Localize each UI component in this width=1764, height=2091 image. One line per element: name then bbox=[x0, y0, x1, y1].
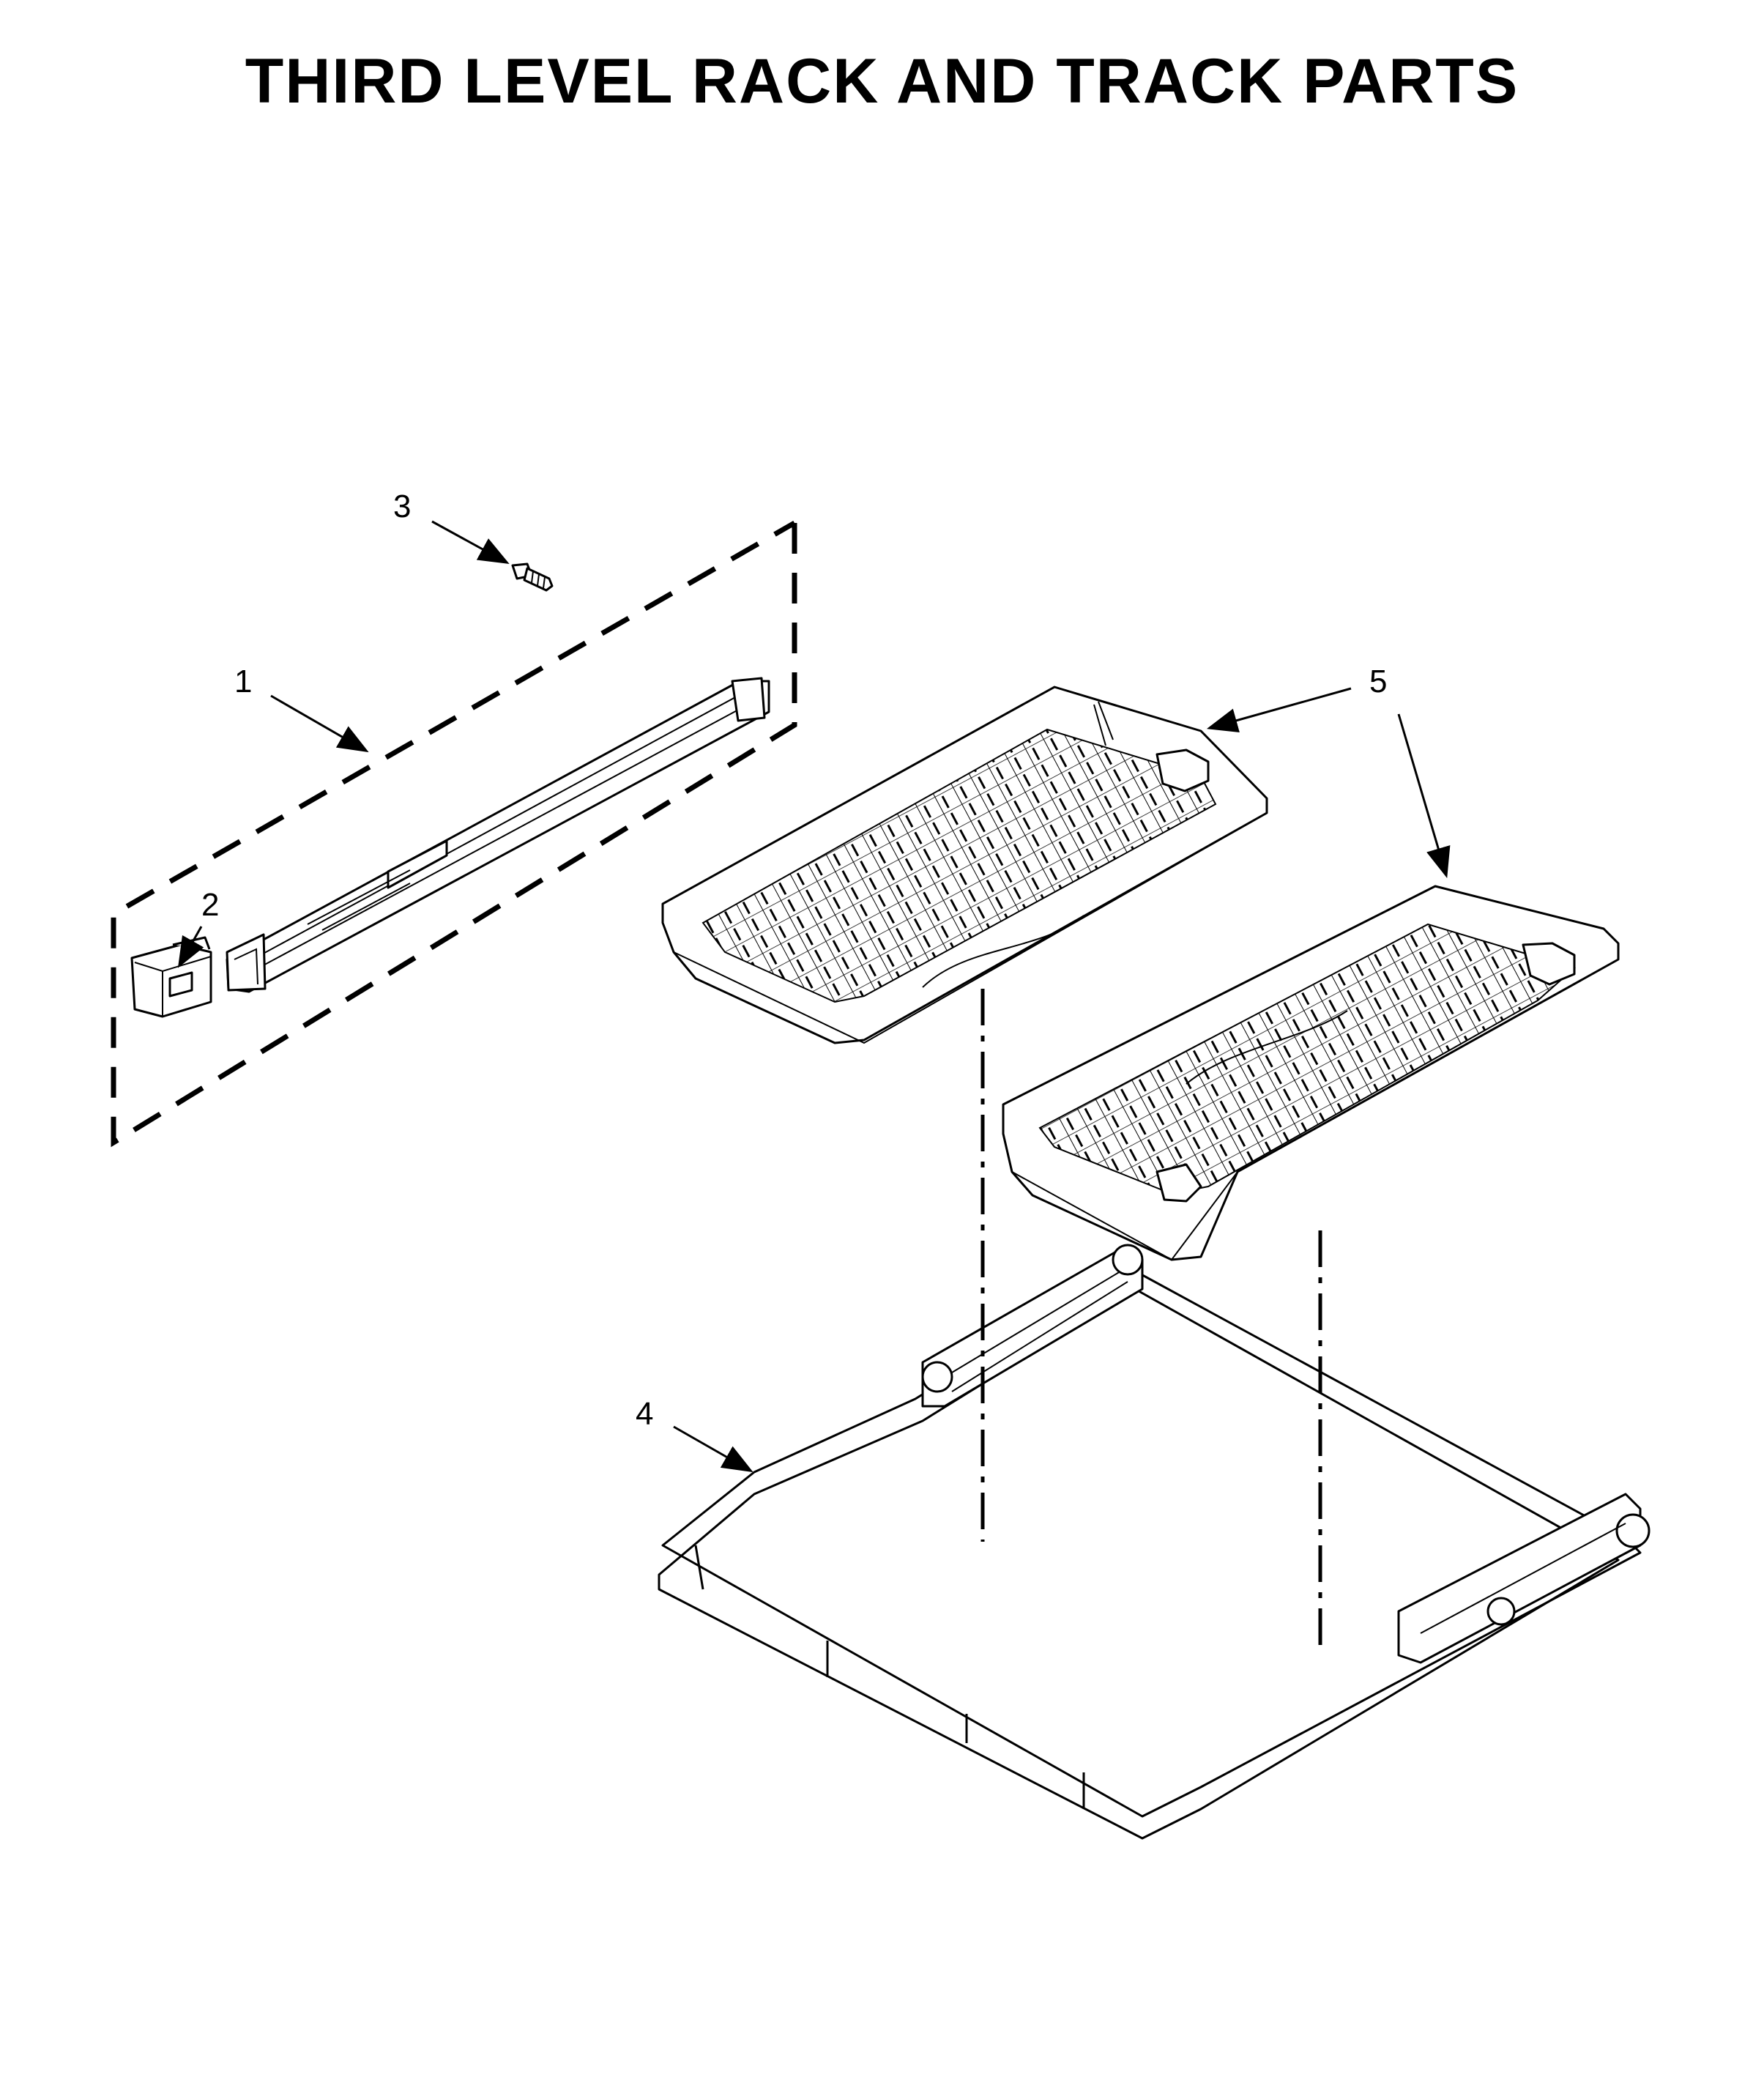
kit-boundary-dashed bbox=[111, 520, 797, 1148]
callout-4: 4 bbox=[636, 1396, 653, 1432]
part-5-tray-upper bbox=[661, 686, 1268, 1044]
leader-3 bbox=[431, 520, 510, 565]
callout-3: 3 bbox=[393, 489, 411, 524]
callout-2: 2 bbox=[201, 887, 219, 923]
callout-labels: 1 2 3 4 5 bbox=[201, 489, 1387, 1432]
leader-4 bbox=[673, 1425, 753, 1473]
part-5-tray-lower bbox=[1002, 885, 1620, 1261]
part-4-rack-frame bbox=[658, 1244, 1651, 1840]
callout-leaders bbox=[177, 520, 1451, 1473]
alignment-lines bbox=[980, 989, 1322, 1652]
part-3-screw bbox=[511, 562, 554, 592]
leader-1 bbox=[270, 694, 369, 753]
part-2-clip bbox=[130, 936, 212, 1018]
leader-2 bbox=[177, 926, 204, 968]
leader-5a bbox=[1206, 687, 1352, 732]
callout-1: 1 bbox=[234, 664, 252, 699]
leader-5b bbox=[1397, 713, 1451, 879]
callout-5: 5 bbox=[1369, 664, 1387, 699]
part-1-track bbox=[226, 677, 770, 993]
page-title: THIRD LEVEL RACK AND TRACK PARTS bbox=[245, 46, 1519, 116]
